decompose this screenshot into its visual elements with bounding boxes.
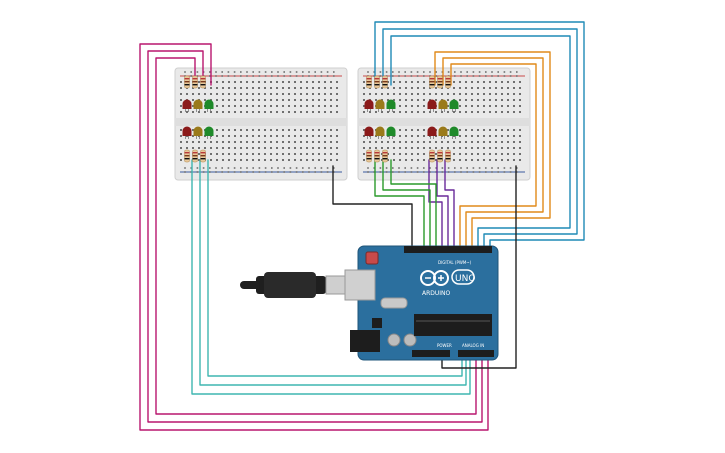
led-red[interactable]: [182, 99, 192, 113]
arduino-model-label: UNO: [455, 274, 475, 284]
wire-blue[interactable]: [382, 28, 578, 251]
arduino-logo-icon: [420, 270, 449, 286]
wire-green[interactable]: [382, 159, 431, 251]
resistor[interactable]: [437, 75, 443, 89]
power-jack: [350, 330, 380, 352]
led-yellow[interactable]: [438, 126, 448, 140]
wire-orange[interactable]: [450, 63, 537, 251]
led-green[interactable]: [449, 99, 459, 113]
resistor[interactable]: [184, 75, 190, 89]
led-yellow[interactable]: [375, 126, 385, 140]
wire-orange[interactable]: [442, 57, 544, 251]
breadboard-right[interactable]: [357, 67, 531, 181]
atmega-chip: [414, 314, 492, 336]
wire-green[interactable]: [374, 159, 425, 251]
resistor[interactable]: [382, 149, 388, 163]
wires[interactable]: [139, 21, 585, 431]
led-red[interactable]: [182, 126, 192, 140]
wire-magenta[interactable]: [155, 57, 477, 415]
crystal-oscillator: [380, 297, 408, 309]
arduino-brand-label: ARDUINO: [422, 290, 451, 297]
wire-black-ground[interactable]: [332, 165, 413, 251]
resistor[interactable]: [184, 149, 190, 163]
wire-blue[interactable]: [374, 21, 585, 251]
wire-magenta[interactable]: [147, 50, 483, 423]
wire-cyan[interactable]: [207, 159, 463, 377]
usb-cable[interactable]: [240, 272, 361, 298]
resistor[interactable]: [445, 75, 451, 89]
components[interactable]: [182, 75, 459, 163]
led-green[interactable]: [449, 126, 459, 140]
wire-purple[interactable]: [444, 159, 455, 251]
capacitor: [403, 333, 417, 347]
led-yellow[interactable]: [193, 126, 203, 140]
wire-blue[interactable]: [390, 35, 571, 251]
wire-cyan[interactable]: [199, 159, 467, 386]
wire-black-ground[interactable]: [441, 165, 517, 369]
resistor[interactable]: [200, 75, 206, 89]
led-red[interactable]: [427, 126, 437, 140]
wire-cyan[interactable]: [191, 159, 471, 395]
resistor[interactable]: [366, 75, 372, 89]
resistor[interactable]: [445, 149, 451, 163]
led-yellow[interactable]: [375, 99, 385, 113]
digital-header[interactable]: [404, 246, 492, 253]
wire-orange[interactable]: [434, 51, 551, 251]
led-yellow[interactable]: [438, 99, 448, 113]
power-header[interactable]: [412, 350, 450, 357]
resistor[interactable]: [437, 149, 443, 163]
wire-magenta[interactable]: [139, 43, 489, 431]
led-green[interactable]: [386, 126, 396, 140]
led-green[interactable]: [204, 99, 214, 113]
capacitor: [387, 333, 401, 347]
led-green[interactable]: [204, 126, 214, 140]
wire-green[interactable]: [390, 159, 437, 251]
led-red[interactable]: [364, 99, 374, 113]
led-red[interactable]: [364, 126, 374, 140]
voltage-regulator: [372, 318, 382, 328]
resistor[interactable]: [429, 75, 435, 89]
resistor[interactable]: [192, 149, 198, 163]
analog-label: ANALOG IN: [462, 343, 484, 348]
digital-header-label: DIGITAL (PWM~): [438, 260, 472, 265]
resistor[interactable]: [382, 75, 388, 89]
power-label: POWER: [437, 343, 452, 348]
arduino-uno-board[interactable]: ARDUINO UNO DIGITAL (PWM~) POWER ANALOG …: [344, 245, 499, 361]
resistor[interactable]: [366, 149, 372, 163]
led-red[interactable]: [427, 99, 437, 113]
resistor[interactable]: [429, 149, 435, 163]
wire-purple[interactable]: [436, 159, 449, 251]
resistor[interactable]: [374, 149, 380, 163]
led-yellow[interactable]: [193, 99, 203, 113]
analog-header[interactable]: [458, 350, 494, 357]
usb-port: [344, 269, 376, 301]
led-green[interactable]: [386, 99, 396, 113]
resistor[interactable]: [200, 149, 206, 163]
reset-button[interactable]: [365, 251, 379, 265]
resistor[interactable]: [192, 75, 198, 89]
resistor[interactable]: [374, 75, 380, 89]
